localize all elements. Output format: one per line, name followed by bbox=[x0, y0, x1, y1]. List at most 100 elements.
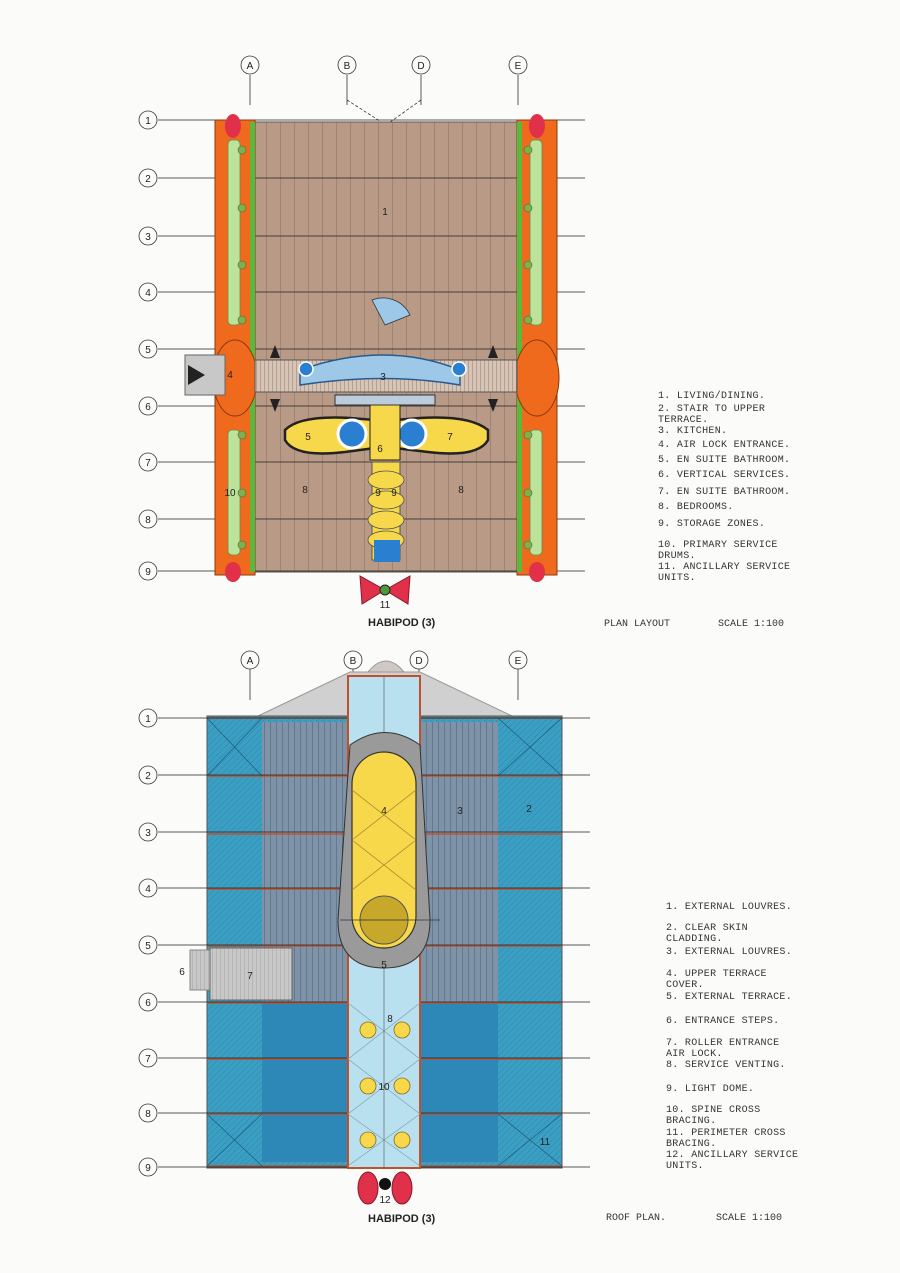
column-grid-markers bbox=[240, 55, 528, 126]
column-label-d: D bbox=[417, 61, 424, 72]
row-label-9: 9 bbox=[145, 567, 151, 578]
room-label-5: 5 bbox=[305, 432, 311, 443]
legend-item: 1. EXTERNAL LOUVRES. bbox=[666, 902, 793, 913]
legend-item: 7. EN SUITE BATHROOM. bbox=[658, 487, 791, 498]
room-label-3: 3 bbox=[380, 372, 386, 383]
room-label-11: 11 bbox=[380, 600, 391, 611]
legend-item: 6. VERTICAL SERVICES. bbox=[658, 470, 791, 481]
roof-label-12: 12 bbox=[379, 1195, 391, 1206]
roof-light-dome bbox=[366, 660, 406, 673]
room-label-9-right: 9 bbox=[391, 488, 397, 499]
legend-item: 11. ANCILLARY SERVICE UNITS. bbox=[658, 562, 791, 584]
stair-fan bbox=[371, 297, 411, 326]
roof-row-label-7: 7 bbox=[145, 1054, 151, 1065]
roof-column-label-d: D bbox=[415, 656, 422, 667]
kitchen-sink-right bbox=[451, 361, 467, 377]
row-label-5: 5 bbox=[145, 345, 151, 356]
roof-label-6: 6 bbox=[179, 967, 185, 978]
row-label-7: 7 bbox=[145, 458, 151, 469]
vertical-services-core bbox=[369, 404, 401, 461]
legend-item: 3. EXTERNAL LOUVRES. bbox=[666, 947, 793, 958]
room-label-10: 10 bbox=[224, 488, 236, 499]
legend-item: 10. SPINE CROSS BRACING. bbox=[666, 1105, 761, 1127]
row-label-3: 3 bbox=[145, 232, 151, 243]
roof-column-label-b: B bbox=[350, 656, 357, 667]
roof-row-label-5: 5 bbox=[145, 941, 151, 952]
roof-column-label-e: E bbox=[515, 656, 522, 667]
roof-row-label-3: 3 bbox=[145, 828, 151, 839]
roof-row-label-8: 8 bbox=[145, 1109, 151, 1120]
terrace-cover-bracing bbox=[351, 789, 417, 891]
left-green-strip bbox=[250, 122, 255, 572]
bath-right bbox=[396, 418, 428, 450]
legend-item: 6. ENTRANCE STEPS. bbox=[666, 1016, 780, 1027]
plan-layout-drawing: A B D E 1 2 3 4 5 6 7 8 9 bbox=[138, 55, 585, 611]
roof-row-label-2: 2 bbox=[145, 771, 151, 782]
plan-scale: SCALE 1:100 bbox=[718, 619, 785, 630]
legend-item: 7. ROLLER ENTRANCE AIR LOCK. bbox=[666, 1038, 780, 1060]
roof-label-10: 10 bbox=[378, 1082, 390, 1093]
row-label-4: 4 bbox=[145, 288, 151, 299]
roller-entrance bbox=[209, 947, 293, 1001]
upper-terrace-cover bbox=[351, 751, 417, 949]
right-wall-bulge bbox=[514, 339, 560, 417]
roof-row-label-4: 4 bbox=[145, 884, 151, 895]
roof-row-label-1: 1 bbox=[145, 714, 151, 725]
row-grid-markers bbox=[138, 110, 158, 581]
roof-plan-title: HABIPOD (3) bbox=[368, 1213, 436, 1225]
legend-item: 9. STORAGE ZONES. bbox=[658, 519, 766, 530]
roof-label-8: 8 bbox=[387, 1014, 393, 1025]
column-label-e: E bbox=[515, 61, 522, 72]
legend-item: 5. EN SUITE BATHROOM. bbox=[658, 455, 791, 466]
legend-item: 5. EXTERNAL TERRACE. bbox=[666, 992, 793, 1003]
roof-plan-sheet-name: ROOF PLAN. bbox=[606, 1213, 667, 1224]
legend-item: 12. ANCILLARY SERVICE UNITS. bbox=[666, 1150, 799, 1172]
roof-plan-scale: SCALE 1:100 bbox=[716, 1213, 783, 1224]
perimeter-cross-bracing bbox=[206, 717, 563, 1167]
entrance-steps bbox=[189, 949, 211, 991]
plan-title: HABIPOD (3) bbox=[368, 617, 436, 629]
room-label-8-right: 8 bbox=[458, 485, 464, 496]
roof-plan-drawing: A B D E 1 2 3 4 5 bbox=[138, 650, 590, 1206]
roof-column-label-a: A bbox=[247, 656, 254, 667]
roof-label-2: 2 bbox=[526, 804, 532, 815]
kitchen-sink-left bbox=[298, 361, 314, 377]
drum-nodes bbox=[237, 145, 533, 550]
legend-item: 4. AIR LOCK ENTRANCE. bbox=[658, 440, 791, 451]
roof-label-11: 11 bbox=[540, 1137, 551, 1148]
bath-left bbox=[336, 418, 368, 450]
right-green-strip bbox=[517, 122, 522, 572]
row-label-6: 6 bbox=[145, 402, 151, 413]
row-label-1: 1 bbox=[145, 116, 151, 127]
roof-row-label-9: 9 bbox=[145, 1163, 151, 1174]
room-label-1: 1 bbox=[382, 207, 388, 218]
row-label-2: 2 bbox=[145, 174, 151, 185]
roof-label-3: 3 bbox=[457, 806, 463, 817]
room-label-9-left: 9 bbox=[375, 488, 381, 499]
row-label-8: 8 bbox=[145, 515, 151, 526]
ancillary-unit-hub bbox=[379, 584, 391, 596]
legend-item: 8. SERVICE VENTING. bbox=[666, 1060, 786, 1071]
roof-label-5: 5 bbox=[381, 960, 387, 971]
corner-caps bbox=[225, 114, 545, 582]
entrance-arrow-icon bbox=[188, 365, 205, 385]
roof-row-markers bbox=[138, 708, 158, 1177]
roof-row-label-6: 6 bbox=[145, 998, 151, 1009]
legend-item: 9. LIGHT DOME. bbox=[666, 1084, 755, 1095]
legend-item: 2. CLEAR SKIN CLADDING. bbox=[666, 923, 748, 945]
kitchen-counter bbox=[299, 354, 461, 386]
legend-item: 4. UPPER TERRACE COVER. bbox=[666, 969, 767, 991]
roof-label-4: 4 bbox=[381, 806, 387, 817]
room-label-7: 7 bbox=[447, 432, 453, 443]
legend-item: 8. BEDROOMS. bbox=[658, 502, 734, 513]
roof-ancillary-units bbox=[357, 1171, 413, 1205]
legend-item: 2. STAIR TO UPPER TERRACE. bbox=[658, 404, 766, 426]
legend-item: 3. KITCHEN. bbox=[658, 426, 728, 437]
direction-arrows bbox=[270, 345, 498, 412]
room-label-4: 4 bbox=[227, 370, 233, 381]
column-label-b: B bbox=[344, 61, 351, 72]
roof-column-markers bbox=[240, 650, 528, 700]
service-beam bbox=[334, 394, 436, 406]
service-drums bbox=[227, 139, 543, 556]
room-label-6: 6 bbox=[377, 444, 383, 455]
